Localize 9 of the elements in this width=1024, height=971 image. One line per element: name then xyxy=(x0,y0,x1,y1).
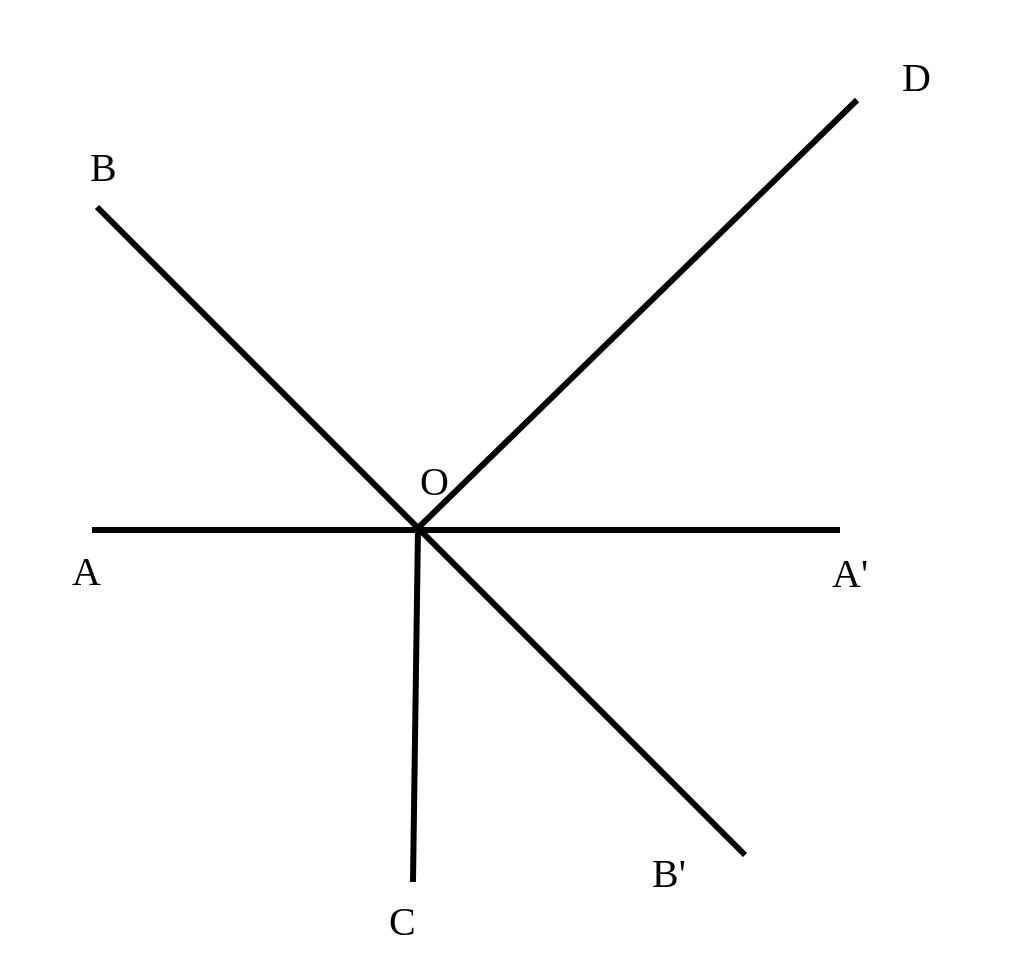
point-label: A xyxy=(72,552,101,592)
line-segment xyxy=(92,527,840,533)
point-label: C xyxy=(389,902,416,942)
point-label: O xyxy=(420,462,449,502)
point-label: B' xyxy=(652,854,686,894)
line-segment xyxy=(94,204,748,858)
point-label: D xyxy=(902,58,931,98)
point-label: A' xyxy=(832,554,869,594)
point-label: B xyxy=(90,148,117,188)
